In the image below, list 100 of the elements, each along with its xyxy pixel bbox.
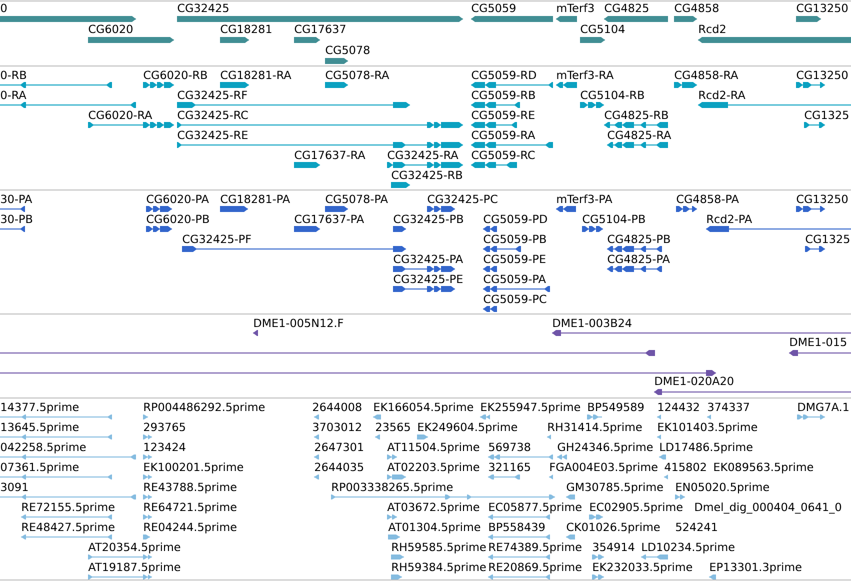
feature-label: CG5059-RB	[472, 90, 535, 100]
feature-label: 23565	[376, 422, 410, 432]
feature-label: 293765	[144, 422, 185, 432]
feature-label: CG32425-RB	[392, 170, 462, 180]
feature-label: AT19187.5prime	[88, 562, 180, 574]
feature-label: DMG7A.1	[798, 402, 848, 412]
feature-label: CG5059-PC	[484, 294, 546, 304]
feature-label: AT01304.5prime	[388, 522, 480, 534]
feature-label: EK232033.5prime	[593, 562, 692, 574]
feature-label: CG6020-RB	[144, 70, 207, 80]
feature-label: RE72155.5prime	[22, 502, 114, 514]
feature-label: CG32425	[178, 4, 228, 12]
feature-label: RE74389.5prime	[489, 542, 582, 554]
feature-label: EK249604.5prime	[418, 422, 518, 434]
feature-label: Rcd2-PA	[707, 214, 752, 224]
feature-label: EK100201.5prime	[144, 462, 244, 474]
feature-label: CG5104-PB	[582, 214, 645, 224]
feature-label: RH31414.5prime	[548, 422, 642, 434]
feature-label: 14377.5prime	[1, 402, 79, 414]
feature-label: CK01026.5prime	[566, 522, 660, 534]
feature-label: 123424	[144, 442, 186, 452]
feature-label: 2647301	[315, 442, 364, 452]
feature-label: EC02905.5prime	[590, 502, 682, 514]
feature-label: CG5059-RD	[472, 70, 536, 80]
feature-label: EK089563.5prime	[714, 462, 814, 474]
feature-label: 415802	[664, 462, 706, 472]
feature-label: CG13250	[796, 194, 848, 204]
feature-label: CG1325	[806, 234, 850, 244]
feature-label: CG5059-PB	[484, 234, 546, 244]
feature-label: 2644008	[313, 402, 362, 412]
feature-label: CG5059-RE	[472, 110, 534, 120]
feature-label: GM30785.5prime	[566, 482, 663, 494]
feature-label: CG13250	[796, 4, 848, 12]
feature-label: CG5059-PD	[484, 214, 547, 224]
feature-label: CG5104-RB	[580, 90, 644, 100]
feature-label: CG4825-RB	[604, 110, 668, 120]
feature-label: RP003338265.5prime	[332, 482, 453, 494]
feature-label: DME1-005N12.F	[254, 318, 344, 328]
feature-label: EP13301.3prime	[710, 562, 802, 574]
feature-label: 30-PA	[1, 194, 32, 204]
feature-label: 13645.5prime	[1, 422, 79, 434]
feature-label: DME1-015	[790, 338, 846, 346]
feature-label: EK166054.5prime	[374, 402, 474, 414]
feature-label: LD17486.5prime	[660, 442, 752, 454]
feature-label: CG4858-PA	[676, 194, 739, 204]
feature-label: EN05020.5prime	[676, 482, 769, 494]
feature-label: 0-RB	[0, 70, 26, 80]
feature-label: CG5059-RA	[472, 130, 536, 140]
feature-label: CG32425-PA	[394, 254, 463, 264]
feature-label: LD10234.5prime	[642, 542, 734, 554]
feature-label: CG6020-RA	[88, 110, 152, 120]
feature-label: CG4825-RA	[608, 130, 672, 140]
feature-label: CG17637-PA	[294, 214, 364, 224]
feature-label: CG6020	[88, 24, 132, 34]
feature-label: EC05877.5prime	[489, 502, 582, 514]
feature-label: 30-PB	[1, 214, 32, 224]
feature-label: CG32425-RE	[178, 130, 248, 140]
feature-label: GH24346.5prime	[558, 442, 653, 454]
feature-label: AT20354.5prime	[88, 542, 180, 554]
feature-label: CG13250	[796, 70, 848, 80]
feature-label: CG4825-PB	[608, 234, 670, 244]
feature-label: CG4825-PA	[608, 254, 670, 264]
feature-label: RE20869.5prime	[489, 562, 582, 574]
feature-label: CG32425-RF	[178, 90, 247, 100]
feature-label: 124432	[658, 402, 699, 412]
feature-label: CG4858-RA	[674, 70, 738, 80]
feature-label: CG5059-PE	[484, 254, 546, 264]
feature-label: RH59384.5prime	[392, 562, 486, 574]
feature-label: CG5078-PA	[326, 194, 388, 204]
feature-label: BP558439	[489, 522, 545, 532]
feature-label: DME1-020A20	[655, 376, 734, 386]
feature-label: CG1325	[804, 110, 848, 120]
feature-label: CG4825	[604, 4, 648, 12]
feature-label: CG6020-PA	[146, 194, 209, 204]
feature-label: DME1-003B24	[553, 318, 632, 328]
feature-label: 374337	[708, 402, 749, 412]
feature-label: 569738	[489, 442, 530, 452]
feature-label: 3091	[1, 482, 28, 492]
feature-label: CG18281-RA	[220, 70, 292, 80]
feature-label: AT11504.5prime	[387, 442, 480, 454]
feature-label: CG5059	[472, 4, 516, 12]
feature-label: CG32425-PC	[428, 194, 498, 204]
feature-label: RE04244.5prime	[144, 522, 236, 534]
feature-label: FGA004E03.5prime	[550, 462, 658, 474]
feature-label: EK101403.5prime	[658, 422, 758, 434]
feature-label: CG6020-PB	[146, 214, 209, 224]
feature-label: Rcd2-RA	[699, 90, 746, 100]
feature-label: Rcd2	[699, 24, 726, 34]
feature-label: 042258.5prime	[0, 442, 86, 454]
feature-label: 0	[0, 4, 7, 12]
feature-label: AT02203.5prime	[387, 462, 480, 474]
feature-label: 354914	[593, 542, 634, 552]
feature-label: RP004486292.5prime	[144, 402, 265, 414]
feature-label: mTerf3-PA	[557, 194, 612, 204]
feature-label: Dmel_dig_000404_0641_0	[695, 502, 842, 514]
feature-label: CG17637-RA	[294, 150, 366, 160]
feature-label: CG5059-RC	[472, 150, 535, 160]
feature-label: CG32425-PF	[182, 234, 251, 244]
feature-label: EK255947.5prime	[481, 402, 580, 414]
feature-label: CG18281-PA	[220, 194, 290, 204]
